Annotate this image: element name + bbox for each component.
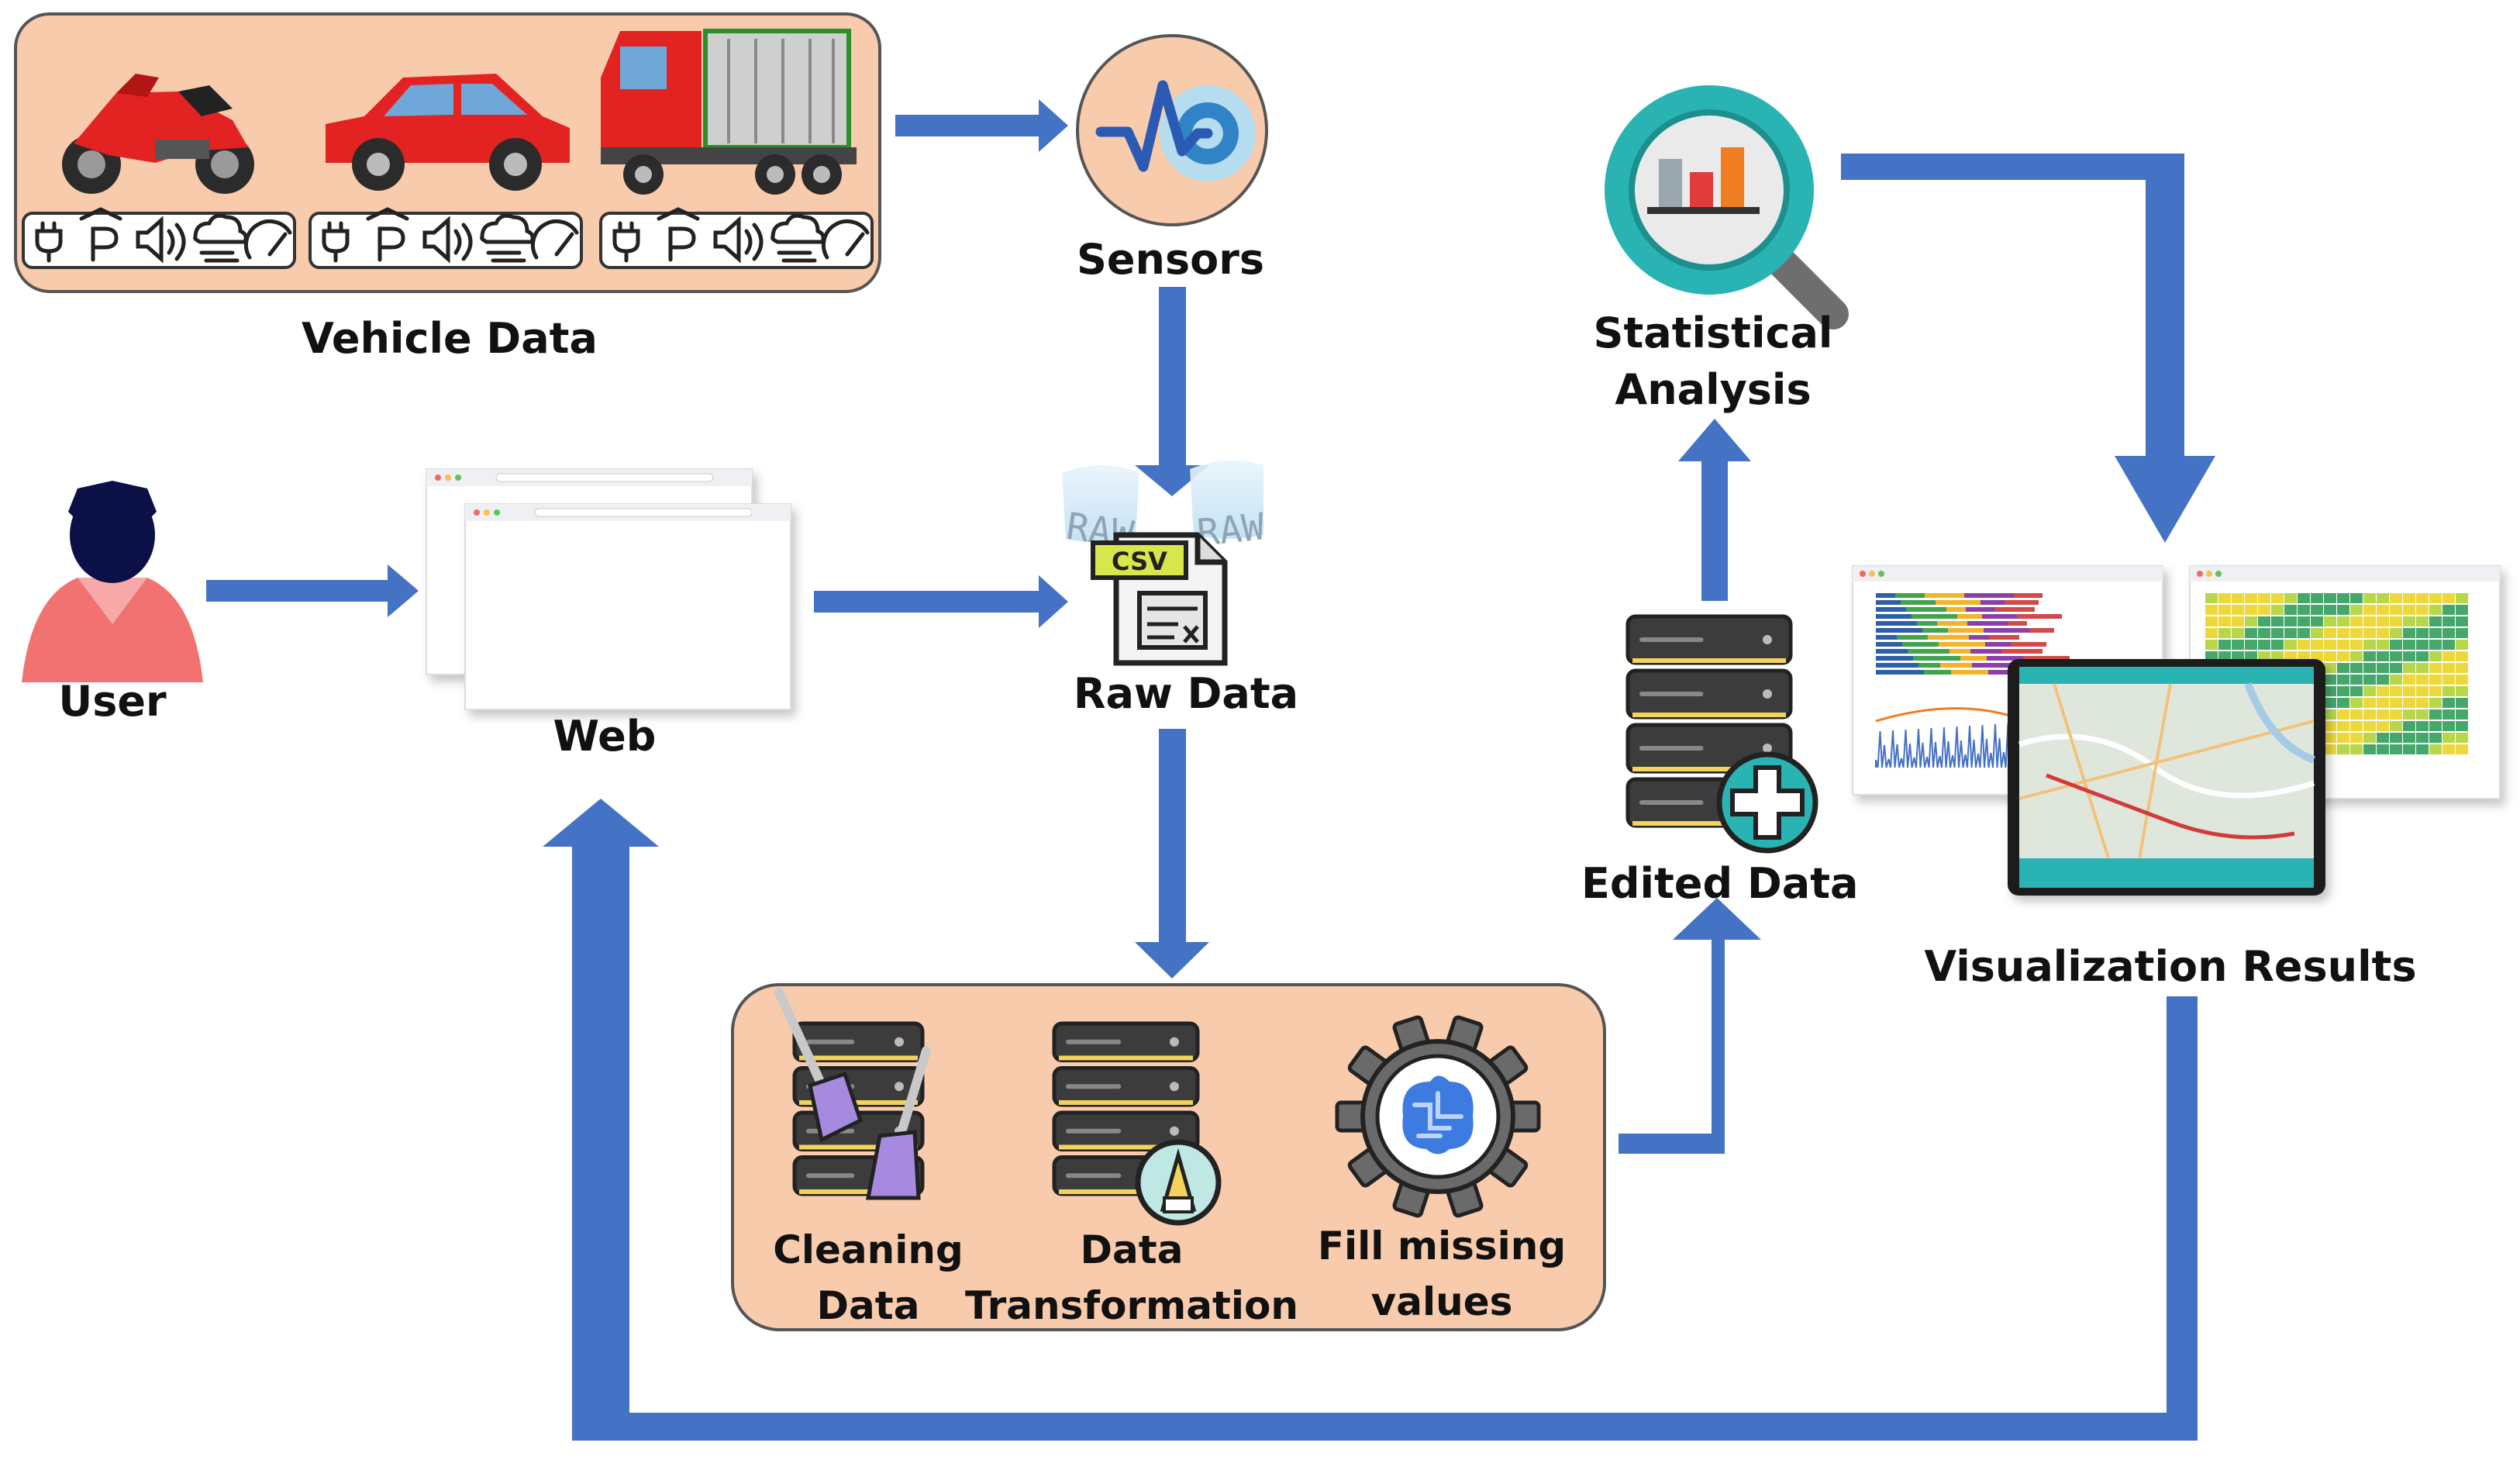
arrow-stats-to-viz	[1841, 154, 2215, 543]
statistical-analysis-label-line1: Statistical	[1593, 309, 1833, 357]
cleaning-data-label-line1: Cleaning	[773, 1227, 964, 1272]
raw-data-label: Raw Data	[1073, 669, 1299, 718]
weather-icon	[770, 213, 826, 263]
motorcycle-icon	[62, 74, 254, 194]
truck-icon	[601, 29, 857, 195]
user-icon	[22, 481, 203, 682]
arrow-edited-to-stats	[1678, 419, 1751, 601]
speedometer-icon	[244, 219, 292, 260]
arrow-vehicle-to-sensors	[895, 99, 1068, 152]
web-label: Web	[553, 712, 657, 761]
arrow-raw-to-processing	[1135, 729, 1209, 979]
sensor-icons	[35, 207, 870, 264]
parking-icon	[366, 207, 409, 262]
weather-icon	[193, 213, 248, 263]
speedometer-icon	[531, 219, 579, 260]
speaker-icon	[422, 216, 473, 264]
broom-icon	[774, 988, 931, 1200]
statistical-analysis-icon	[1605, 85, 1849, 330]
weather-icon	[480, 213, 535, 263]
processing-panel	[731, 983, 1606, 1331]
web-browser-windows	[426, 468, 791, 710]
flow-arrows	[206, 99, 2215, 1441]
parking-icon	[657, 207, 700, 262]
fill-missing-values-icon	[1335, 1015, 1541, 1218]
sensors-label: Sensors	[1077, 235, 1264, 284]
data-transformation-label-line2: Transformation	[965, 1283, 1298, 1328]
browser-window-front	[464, 503, 791, 710]
speaker-icon	[136, 216, 186, 264]
fill-missing-values-label-line2: values	[1370, 1279, 1513, 1324]
plug-icon	[612, 221, 640, 263]
plus-badge-icon	[1716, 751, 1818, 854]
map-dashboard-tablet	[2008, 659, 2325, 896]
edited-data-label: Edited Data	[1581, 859, 1859, 908]
arrow-web-to-raw	[814, 575, 1068, 628]
arrow-user-to-web	[206, 564, 419, 617]
cleaning-data-label-line2: Data	[816, 1283, 920, 1328]
vehicle-data-label: Vehicle Data	[302, 314, 598, 363]
pencil-badge-icon	[1135, 1139, 1222, 1226]
sensors-icon	[1076, 34, 1268, 226]
user-label: User	[58, 677, 167, 726]
fill-missing-values-label-line1: Fill missing	[1317, 1224, 1567, 1268]
plug-icon	[35, 221, 63, 263]
statistical-analysis-label-line2: Analysis	[1615, 365, 1812, 414]
vehicle-data-panel	[14, 12, 881, 293]
arrow-processing-to-edited	[1619, 898, 1761, 1154]
raw-data-icon: RAW RAW CSV	[1062, 460, 1267, 666]
visualization-results-label: Visualization Results	[1924, 942, 2417, 991]
parking-icon	[79, 207, 122, 262]
plug-icon	[322, 221, 350, 263]
data-transformation-label-line1: Data	[1080, 1227, 1184, 1272]
speedometer-icon	[822, 219, 870, 260]
car-icon	[326, 74, 570, 191]
arrow-sensors-to-raw	[1135, 287, 1209, 496]
csv-tag: CSV	[1112, 547, 1167, 576]
speaker-icon	[713, 216, 764, 264]
visualization-results-icon	[1852, 565, 2501, 896]
